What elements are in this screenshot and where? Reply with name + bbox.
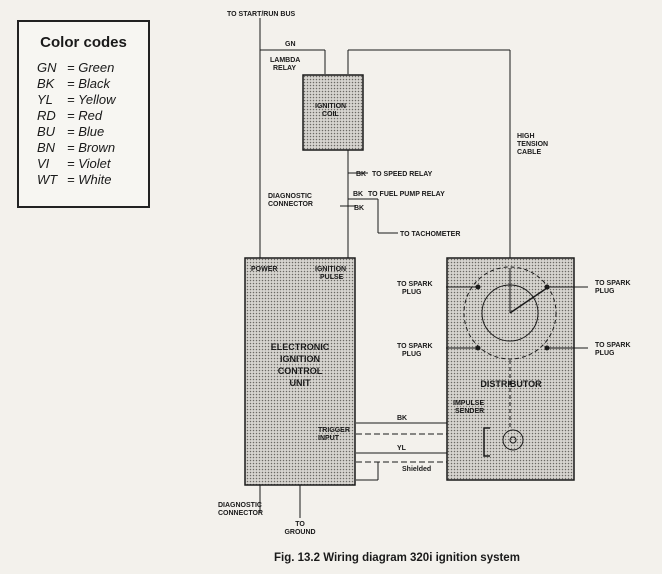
legend-name: = Yellow (67, 92, 116, 107)
legend-item: WT = White (37, 172, 111, 188)
legend-code: VI (37, 156, 50, 171)
legend-name: = Blue (67, 124, 105, 139)
legend-name: = White (67, 172, 112, 187)
spark-plug-label: TO SPARK (397, 343, 433, 350)
legend-item: RD = Red (37, 108, 102, 124)
legend-code: RD (37, 108, 56, 123)
legend-name: = Violet (67, 156, 111, 171)
diag-connector-bottom-label: CONNECTOR (218, 510, 263, 517)
impulse-sender-coil (483, 427, 490, 457)
bk-label: BK (353, 191, 363, 198)
figure-caption: Fig. 13.2 Wiring diagram 320i ignition s… (274, 552, 520, 564)
legend-item: VI = Violet (37, 156, 111, 172)
ground-label: GROUND (284, 529, 315, 536)
rotor-arm (509, 287, 548, 314)
start-bus-label: TO START/RUN BUS (227, 11, 296, 18)
ecu-label: UNIT (290, 378, 311, 388)
spark-plug-label: PLUG (595, 350, 615, 357)
legend-item: BU = Blue (37, 124, 104, 140)
lambda-relay-label: LAMBDA (270, 57, 300, 64)
fuel-pump-label: TO FUEL PUMP RELAY (368, 191, 445, 198)
spark-plug-label: TO SPARK (595, 342, 631, 349)
ht-label: TENSION (517, 141, 548, 148)
ht-label: CABLE (517, 149, 541, 156)
spark-plug-label: PLUG (595, 288, 615, 295)
color-codes-legend: Color codes GN = Green BK = Black YL = Yell… (17, 20, 150, 208)
distributor-cap (463, 266, 557, 360)
lambda-relay-label: RELAY (273, 65, 296, 72)
legend-name: = Brown (67, 140, 116, 155)
ground-label: TO (295, 521, 305, 528)
ecu-label: IGNITION (280, 354, 320, 364)
legend-name: = Black (67, 76, 110, 91)
shielded-label: Shielded (402, 466, 431, 473)
trigger-wheel (502, 429, 524, 451)
legend-item: GN = Green (37, 60, 114, 76)
legend-code: GN (37, 60, 57, 75)
legend-code: YL (37, 92, 53, 107)
legend-title: Color codes (40, 34, 127, 51)
speed-relay-label: TO SPEED RELAY (372, 171, 433, 178)
spark-plug-label: TO SPARK (397, 281, 433, 288)
ht-label: HIGH (517, 133, 535, 140)
trigger-hub (509, 436, 517, 444)
ignition-pulse-label: IGNITION (315, 266, 346, 273)
trigger-input-label: INPUT (318, 435, 340, 442)
ecu-label: ELECTRONIC (271, 342, 330, 352)
coil-label: IGNITION (315, 103, 346, 110)
bk-label: BK (354, 205, 364, 212)
ecu-label: CONTROL (278, 366, 323, 376)
legend-code: BN (37, 140, 56, 155)
legend-code: WT (37, 172, 58, 187)
legend-name: = Green (67, 60, 115, 75)
distributor-internals (463, 266, 557, 457)
ignition-pulse-label: PULSE (320, 274, 344, 281)
electronic-control-unit (244, 257, 356, 486)
bk-label: BK (356, 171, 366, 178)
yl-label: YL (397, 445, 407, 452)
tacho-label: TO TACHOMETER (400, 231, 460, 238)
gn-label: GN (285, 41, 296, 48)
impulse-sender-label: SENDER (455, 408, 484, 415)
plug-leads (446, 286, 588, 349)
diag-connector-label: CONNECTOR (268, 201, 313, 208)
legend-item: YL = Yellow (37, 92, 116, 108)
diag-connector-label: DIAGNOSTIC (268, 193, 312, 200)
coil-label: COIL (322, 111, 339, 118)
power-label: POWER (251, 266, 277, 273)
spark-plug-label: PLUG (402, 289, 422, 296)
bk-label: BK (397, 415, 407, 422)
trigger-input-label: TRIGGER (318, 427, 350, 434)
distributor-label: DISTRIBUTOR (480, 379, 542, 389)
legend-item: BN = Brown (37, 140, 115, 156)
spark-plug-label: TO SPARK (595, 280, 631, 287)
ignition-coil (302, 74, 364, 151)
legend-code: BU (37, 124, 56, 139)
diag-connector-bottom-label: DIAGNOSTIC (218, 502, 262, 509)
legend-item: BK = Black (37, 76, 110, 92)
impulse-sender-label: IMPULSE (453, 400, 484, 407)
legend-code: BK (37, 76, 55, 91)
spark-plug-label: PLUG (402, 351, 422, 358)
legend-name: = Red (67, 108, 103, 123)
